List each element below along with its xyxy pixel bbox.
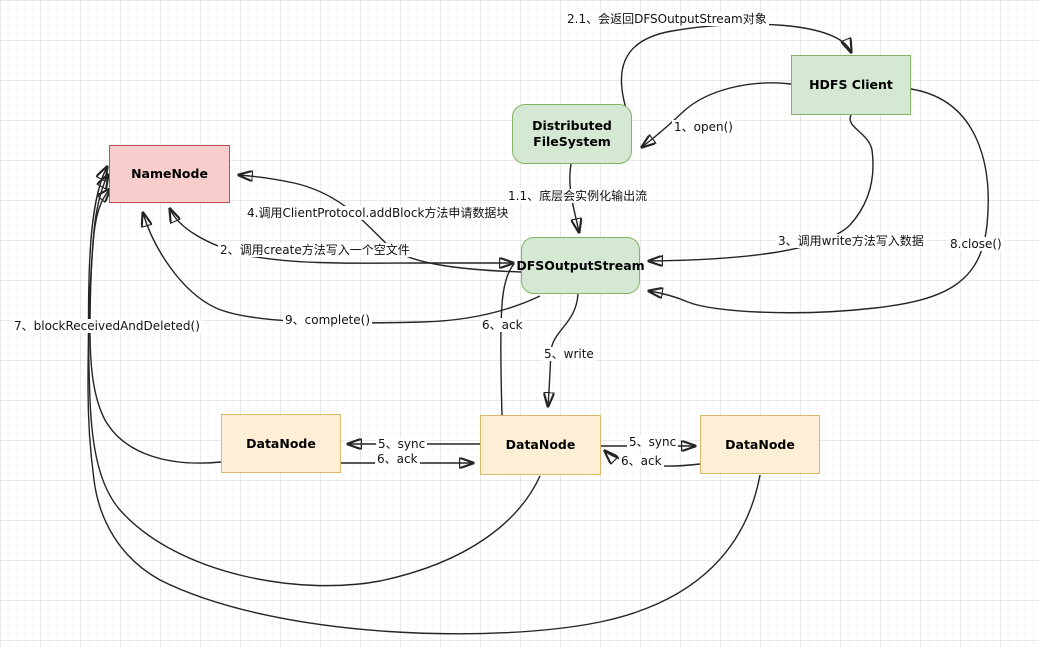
node-namenode[interactable]: NameNode bbox=[109, 145, 230, 203]
edge-open bbox=[642, 82, 792, 147]
node-datanode-3-label: DataNode bbox=[725, 436, 795, 452]
edge-label-open: 1、open() bbox=[672, 120, 735, 135]
edge-label-ack-2: 6、ack bbox=[619, 454, 664, 469]
edge-label-ack-1: 6、ack bbox=[375, 452, 420, 467]
edge-label-write-method: 3、调用write方法写入数据 bbox=[776, 234, 926, 249]
edge-label-return-stream: 2.1、会返回DFSOutputStream对象 bbox=[565, 12, 769, 27]
edge-label-block-received: 7、blockReceivedAndDeleted() bbox=[12, 319, 202, 334]
edge-label-sync-2: 5、sync bbox=[627, 435, 679, 450]
edge-write-method bbox=[649, 114, 874, 261]
edge-block-received-3 bbox=[87, 189, 761, 635]
edge-add-block bbox=[239, 175, 522, 273]
edge-block-received-2 bbox=[87, 167, 541, 587]
node-hdfs-client[interactable]: HDFS Client bbox=[791, 55, 911, 115]
node-hdfs-client-label: HDFS Client bbox=[809, 77, 893, 93]
node-namenode-label: NameNode bbox=[131, 166, 208, 182]
node-distributed-filesystem-label: Distributed FileSystem bbox=[532, 118, 612, 149]
edge-return-stream bbox=[620, 23, 851, 119]
node-dfs-output-stream[interactable]: DFSOutputStream bbox=[516, 237, 645, 294]
node-datanode-1[interactable]: DataNode bbox=[221, 414, 341, 473]
edge-complete bbox=[143, 213, 541, 324]
edge-label-write: 5、write bbox=[542, 347, 596, 362]
edge-close bbox=[649, 88, 989, 314]
edge-label-add-block: 4.调用ClientProtocol.addBlock方法申请数据块 bbox=[245, 206, 511, 221]
edge-create bbox=[170, 209, 513, 263]
edge-label-close: 8.close() bbox=[948, 237, 1004, 252]
edge-label-sync-1: 5、sync bbox=[376, 437, 428, 452]
edge-ack-stream bbox=[500, 263, 515, 416]
edge-block-received-1 bbox=[89, 175, 222, 464]
node-dfs-output-stream-label: DFSOutputStream bbox=[516, 257, 645, 273]
node-distributed-filesystem[interactable]: Distributed FileSystem bbox=[512, 104, 632, 164]
edge-label-create: 2、调用create方法写入一个空文件 bbox=[218, 243, 412, 258]
edge-label-complete: 9、complete() bbox=[283, 313, 373, 328]
node-datanode-2[interactable]: DataNode bbox=[480, 415, 601, 475]
node-datanode-3[interactable]: DataNode bbox=[700, 415, 820, 474]
edge-label-instantiate: 1.1、底层会实例化输出流 bbox=[506, 189, 650, 204]
node-datanode-2-label: DataNode bbox=[505, 437, 576, 453]
node-datanode-1-label: DataNode bbox=[246, 435, 316, 451]
edge-label-ack-stream: 6、ack bbox=[480, 318, 525, 333]
